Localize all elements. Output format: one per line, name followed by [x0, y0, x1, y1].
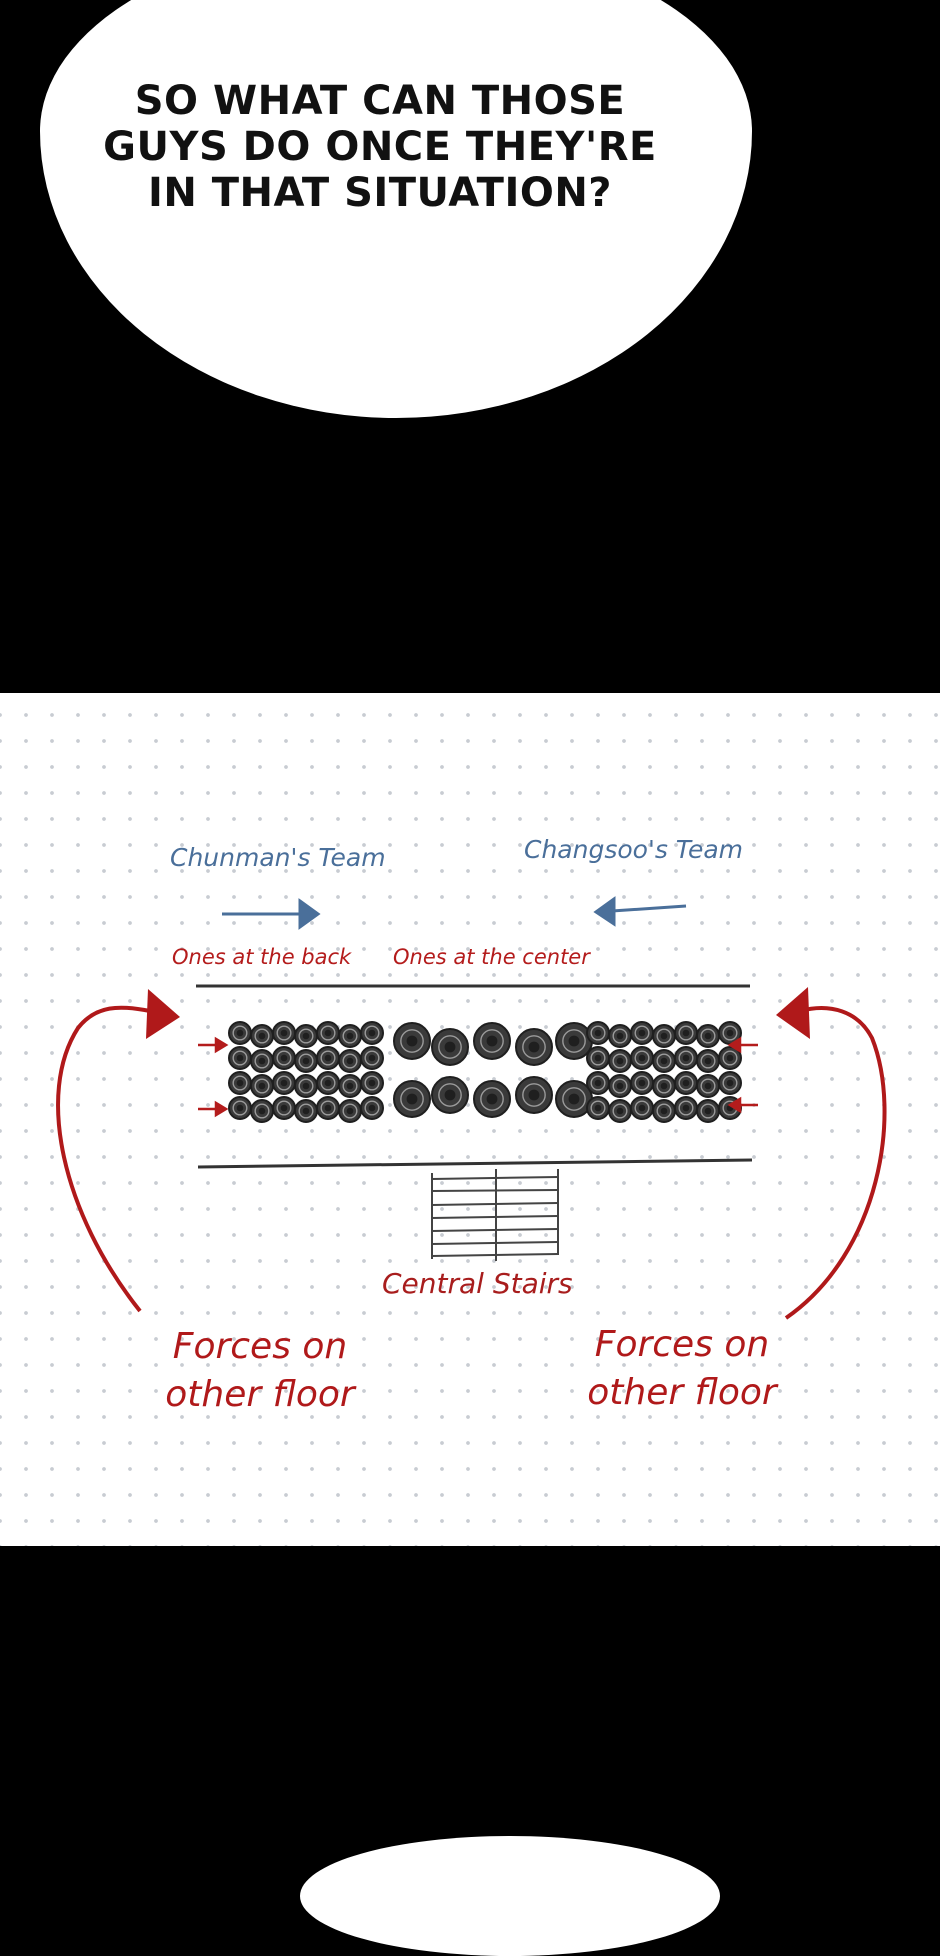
crowd-head	[608, 1049, 632, 1073]
small-red-arrow-icon	[198, 1036, 229, 1054]
blue-arrow-left-icon	[593, 896, 687, 927]
crowd-head	[316, 1046, 340, 1070]
crowd-head	[272, 1021, 296, 1045]
team-right-label: Changsoo's Team	[524, 835, 744, 864]
crowd-head	[228, 1096, 252, 1120]
crowd-head	[674, 1046, 698, 1070]
crowd-head	[316, 1096, 340, 1120]
crowd-head	[608, 1099, 632, 1123]
team-left-label: Chunman's Team	[170, 843, 386, 872]
crowd-head	[272, 1096, 296, 1120]
crowd-head	[674, 1071, 698, 1095]
crowd-head	[250, 1024, 274, 1048]
crowd-head	[316, 1021, 340, 1045]
ones-back-label: Ones at the back	[172, 945, 352, 969]
speech-bubble-text: SO WHAT CAN THOSE GUYS DO ONCE THEY'RE I…	[60, 78, 700, 216]
crowd-head	[338, 1024, 362, 1048]
crowd-head	[360, 1046, 384, 1070]
crowd-head	[294, 1049, 318, 1073]
crowd-head	[696, 1024, 720, 1048]
small-red-arrow-icon	[198, 1100, 229, 1118]
crowd-head	[630, 1096, 654, 1120]
crowd-head	[228, 1071, 252, 1095]
forces-left-line-1: Forces on	[172, 1326, 348, 1367]
crowd-head	[250, 1099, 274, 1123]
left-curved-red-arrow-icon	[56, 989, 180, 1313]
top-panel: SO WHAT CAN THOSE GUYS DO ONCE THEY'RE I…	[0, 0, 940, 693]
crowd-head	[586, 1046, 610, 1070]
forces-right-label: Forces on other floor	[562, 1321, 802, 1417]
crowd-head	[294, 1074, 318, 1098]
forces-right-line-1: Forces on	[594, 1324, 770, 1365]
crowd-head	[431, 1028, 469, 1066]
speech-line-2: GUYS DO ONCE THEY'RE	[103, 124, 657, 170]
crowd-head	[652, 1024, 676, 1048]
diagram-sheet: Chunman's Team Changsoo's Team Ones at t…	[0, 693, 940, 1546]
crowd-head	[393, 1080, 431, 1118]
crowd-head	[316, 1071, 340, 1095]
speech-line-3: IN THAT SITUATION?	[147, 170, 613, 216]
crowd-head	[360, 1021, 384, 1045]
blue-arrow-right-icon	[222, 898, 321, 930]
crowd-head	[608, 1024, 632, 1048]
crowd-head	[696, 1099, 720, 1123]
crowd-head	[586, 1021, 610, 1045]
crowd-head	[338, 1074, 362, 1098]
bottom-panel	[0, 1546, 940, 1856]
crowd-head	[674, 1021, 698, 1045]
crowd-head	[652, 1074, 676, 1098]
crowd-head	[586, 1071, 610, 1095]
crowd-head	[630, 1021, 654, 1045]
crowd-head	[515, 1076, 553, 1114]
crowd-head	[272, 1071, 296, 1095]
crowd-head	[652, 1049, 676, 1073]
ones-center-label: Ones at the center	[393, 945, 590, 969]
crowd	[228, 1021, 742, 1123]
crowd-head	[608, 1074, 632, 1098]
crowd-head	[630, 1046, 654, 1070]
crowd-head	[696, 1074, 720, 1098]
crowd-head	[250, 1049, 274, 1073]
crowd-head	[393, 1022, 431, 1060]
crowd-head	[228, 1046, 252, 1070]
crowd-head	[473, 1080, 511, 1118]
crowd-head	[294, 1024, 318, 1048]
crowd-head	[555, 1022, 593, 1060]
crowd-head	[473, 1022, 511, 1060]
speech-line-1: SO WHAT CAN THOSE	[134, 78, 626, 124]
crowd-head	[338, 1099, 362, 1123]
crowd-head	[360, 1096, 384, 1120]
crowd-head	[718, 1071, 742, 1095]
crowd-head	[630, 1071, 654, 1095]
stairs-label: Central Stairs	[382, 1267, 573, 1300]
forces-left-line-2: other floor	[165, 1374, 355, 1415]
crowd-head	[718, 1046, 742, 1070]
right-curved-red-arrow-icon	[776, 987, 887, 1320]
next-speech-bubble-edge	[300, 1836, 720, 1956]
central-stairs	[431, 1169, 559, 1261]
crowd-head	[674, 1096, 698, 1120]
crowd-head	[652, 1099, 676, 1123]
crowd-head	[586, 1096, 610, 1120]
crowd-head	[338, 1049, 362, 1073]
crowd-head	[250, 1074, 274, 1098]
forces-left-label: Forces on other floor	[140, 1323, 380, 1419]
diagram-drawing	[56, 896, 887, 1320]
small-red-arrow-icon	[727, 1096, 758, 1114]
crowd-head	[228, 1021, 252, 1045]
hallway-bottom-wall	[197, 1158, 753, 1169]
small-red-arrow-icon	[727, 1036, 758, 1054]
crowd-head	[360, 1071, 384, 1095]
crowd-head	[272, 1046, 296, 1070]
forces-right-line-2: other floor	[587, 1372, 777, 1413]
crowd-head	[431, 1076, 469, 1114]
crowd-head	[294, 1099, 318, 1123]
crowd-head	[515, 1028, 553, 1066]
crowd-head	[696, 1049, 720, 1073]
